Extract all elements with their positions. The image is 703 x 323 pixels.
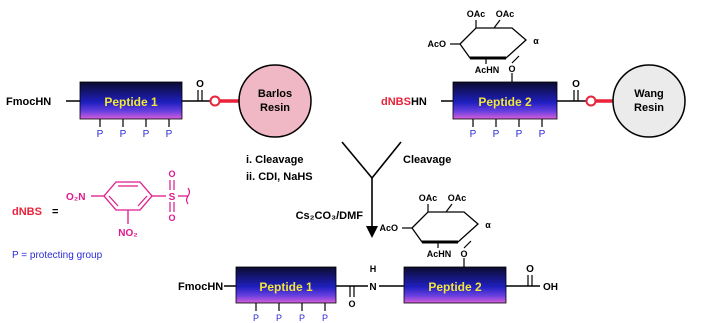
left-protecting-group: P xyxy=(120,129,127,140)
left-protecting-group: P xyxy=(97,129,104,140)
right-sugar-oac: OAc xyxy=(467,9,486,19)
legend: dNBS = O₂N S O O NO₂ P = protecting grou… xyxy=(12,169,191,261)
product-acid-oh: OH xyxy=(543,282,558,293)
barlos-resin-label: Barlos xyxy=(258,88,292,100)
dnbs-prefix: dNBS xyxy=(381,96,411,108)
peptide-2-label: Peptide 2 xyxy=(478,95,532,109)
condition-cdi-step: ii. CDI, NaHS xyxy=(246,171,313,183)
legend-dnbs-label: dNBS xyxy=(12,206,42,218)
right-ester-oxygen xyxy=(585,95,597,107)
left-protecting-group: P xyxy=(166,129,173,140)
legend-o2n: O₂N xyxy=(66,192,85,203)
product-protecting-group: P xyxy=(253,313,259,323)
right-nterm-label: dNBSHN xyxy=(381,96,427,108)
product-amide-n: N xyxy=(369,282,376,293)
right-sugar-achn: AcHN xyxy=(475,65,500,75)
right-sugar-alpha: α xyxy=(533,36,539,46)
right-sugar-aco: AcO xyxy=(427,39,446,49)
right-carbonyl-o: O xyxy=(572,79,580,90)
product-nterm-label: FmocHN xyxy=(178,281,223,293)
right-peptide-group: dNBSHN Peptide 2 P P P P O OAc OAc AcO α… xyxy=(381,9,686,140)
product-protecting-group: P xyxy=(322,313,328,323)
right-protecting-group: P xyxy=(493,129,500,140)
left-ester-oxygen xyxy=(209,95,221,107)
product-protecting-group: P xyxy=(299,313,305,323)
product-glycosidic-o: O xyxy=(460,249,467,259)
wang-resin xyxy=(612,64,686,138)
legend-sulfonyl-o: O xyxy=(168,169,175,179)
left-protecting-group: P xyxy=(143,129,150,140)
product-sugar-oac: OAc xyxy=(448,193,467,203)
legend-no2: NO₂ xyxy=(118,228,137,239)
product-acid-o: O xyxy=(526,264,534,275)
wang-resin-label: Wang xyxy=(634,88,664,100)
right-protecting-group: P xyxy=(539,129,546,140)
condition-coupling: Cs₂CO₃/DMF xyxy=(296,210,364,222)
wang-resin-label: Resin xyxy=(634,102,664,114)
right-glycosidic-o: O xyxy=(508,64,515,74)
left-peptide-group: FmocHN Peptide 1 P P P P O Barlos Resin xyxy=(6,64,312,140)
product-sugar-alpha: α xyxy=(485,220,491,230)
left-carbonyl-o: O xyxy=(196,79,204,90)
product-glycan: O OAc OAc AcO α AcHN xyxy=(379,193,491,267)
product-sugar-oac: OAc xyxy=(419,193,438,203)
condition-right-cleavage: Cleavage xyxy=(403,154,451,166)
legend-sulfur: S xyxy=(169,192,176,203)
right-glycan: O OAc OAc AcO α AcHN xyxy=(427,9,539,82)
product-sugar-aco: AcO xyxy=(379,223,398,233)
peptide-1-label: Peptide 1 xyxy=(104,95,158,109)
product-amide-h: H xyxy=(370,264,377,274)
product-group: FmocHN Peptide 1 P P P P O H N Peptide 2… xyxy=(178,193,558,323)
right-protecting-group: P xyxy=(470,129,477,140)
product-amide-carbonyl-o: O xyxy=(348,299,355,309)
product-peptide-1-label: Peptide 1 xyxy=(259,280,313,294)
right-protecting-group: P xyxy=(516,129,523,140)
barlos-resin-label: Resin xyxy=(260,102,290,114)
product-peptide-2-box xyxy=(403,266,507,304)
product-protecting-group: P xyxy=(276,313,282,323)
product-peptide-2-label: Peptide 2 xyxy=(428,280,482,294)
wavy-bond xyxy=(185,187,191,205)
barlos-resin xyxy=(238,64,312,138)
peptide-2-box xyxy=(452,81,558,120)
product-sugar-achn: AcHN xyxy=(427,249,452,259)
hn-suffix: HN xyxy=(411,96,427,108)
condition-cleavage-step: i. Cleavage xyxy=(246,154,303,166)
reaction-arrows: i. Cleavage ii. CDI, NaHS Cleavage Cs₂CO… xyxy=(246,141,451,238)
legend-equals: = xyxy=(52,206,58,218)
legend-sulfonyl-o: O xyxy=(168,213,175,223)
legend-p-definition: P = protecting group xyxy=(12,250,103,261)
right-sugar-oac: OAc xyxy=(496,9,515,19)
product-peptide-1-box xyxy=(235,266,337,304)
left-nterm-label: FmocHN xyxy=(6,96,51,108)
arrow-head xyxy=(366,226,378,238)
